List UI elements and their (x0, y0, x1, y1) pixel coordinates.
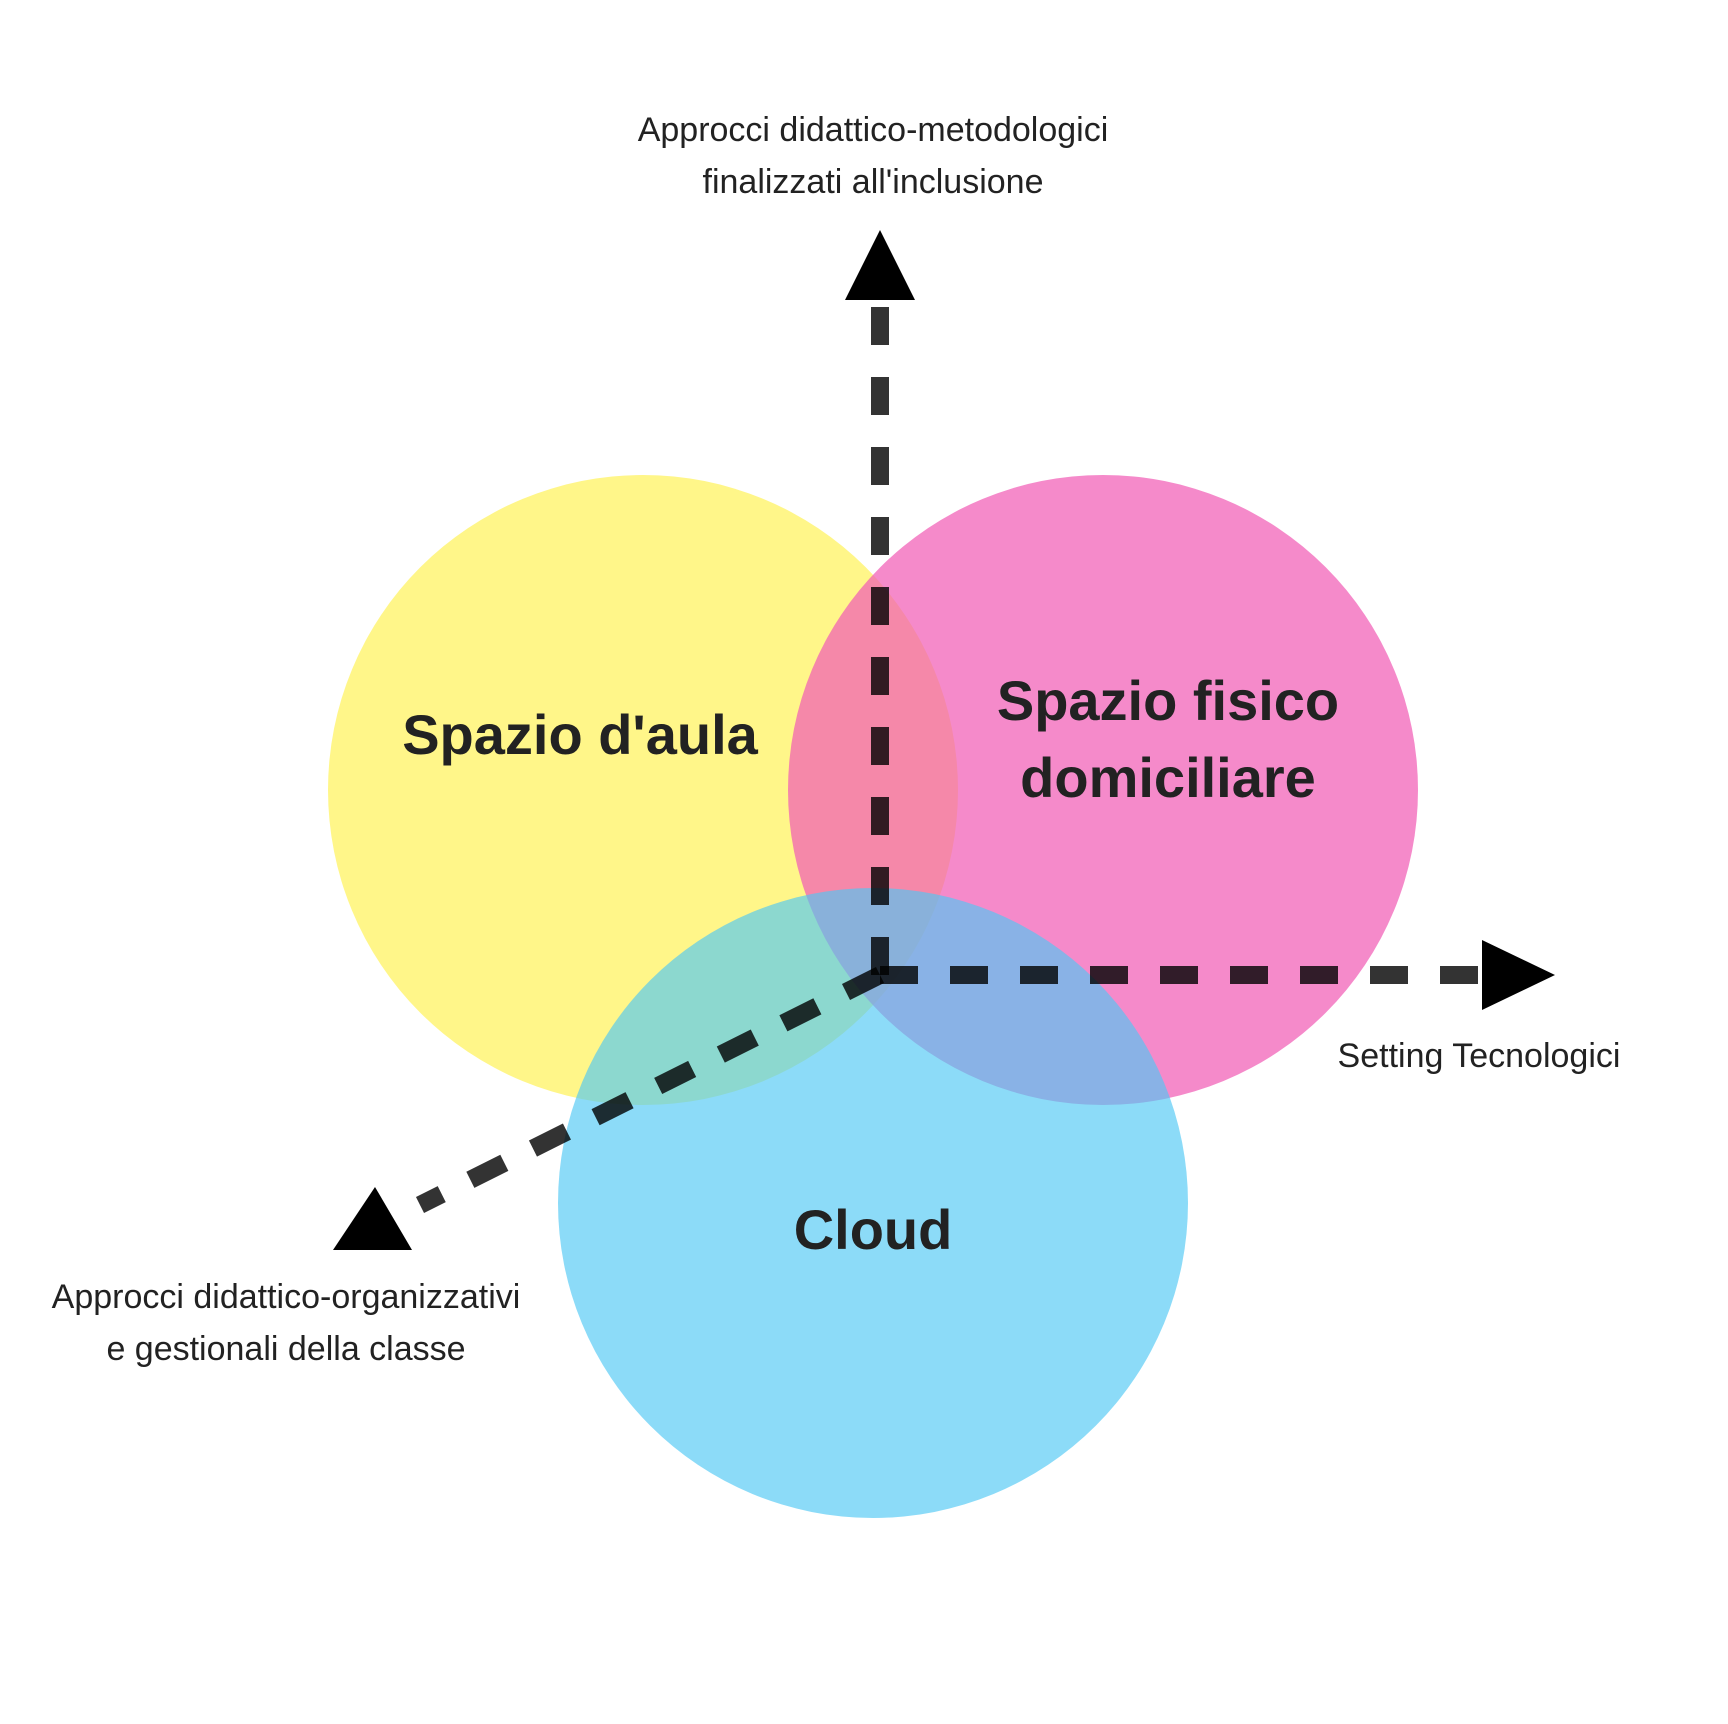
label-spazio-aula: Spazio d'aula (402, 703, 758, 766)
diagonal-axis-label-line1: Approcci didattico-organizzativi (52, 1278, 521, 1316)
vertical-axis-label-line2: finalizzati all'inclusione (703, 163, 1044, 201)
diagonal-axis-label-line2: e gestionali della classe (106, 1330, 465, 1368)
label-spazio-domiciliare-line2: domiciliare (1020, 746, 1316, 809)
vertical-axis-label-line1: Approcci didattico-metodologici (638, 111, 1109, 149)
label-cloud: Cloud (794, 1198, 953, 1261)
horizontal-axis-label: Setting Tecnologici (1338, 1037, 1621, 1075)
axis-labels: Approcci didattico-metodologici finalizz… (52, 111, 1621, 1368)
arrow-right-icon (1482, 940, 1555, 1010)
circles-layer (328, 475, 1418, 1518)
arrow-down-left-icon (333, 1187, 412, 1250)
label-spazio-domiciliare-line1: Spazio fisico (997, 669, 1339, 732)
arrow-up-icon (845, 230, 915, 300)
axes-layer (333, 230, 1555, 1250)
diagonal-axis-line (415, 966, 885, 1214)
circle-cloud (558, 888, 1188, 1518)
circle-labels: Spazio d'aula Spazio fisico domiciliare … (402, 669, 1339, 1261)
